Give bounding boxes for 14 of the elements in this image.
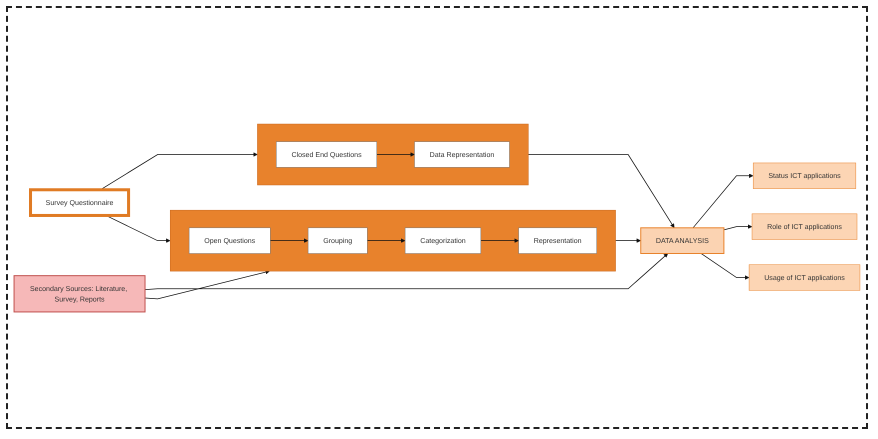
arrow xyxy=(366,238,406,242)
arrow xyxy=(615,238,641,242)
cluster xyxy=(257,123,529,185)
arrow xyxy=(270,238,308,242)
arrow xyxy=(700,252,750,280)
arrow xyxy=(106,214,170,242)
cluster xyxy=(170,209,616,271)
arrow xyxy=(480,238,519,242)
arrow xyxy=(376,152,415,156)
arrow xyxy=(692,173,754,228)
arrow xyxy=(528,154,674,228)
arrow xyxy=(144,269,270,299)
arrow xyxy=(724,224,752,230)
arrow xyxy=(144,252,668,290)
